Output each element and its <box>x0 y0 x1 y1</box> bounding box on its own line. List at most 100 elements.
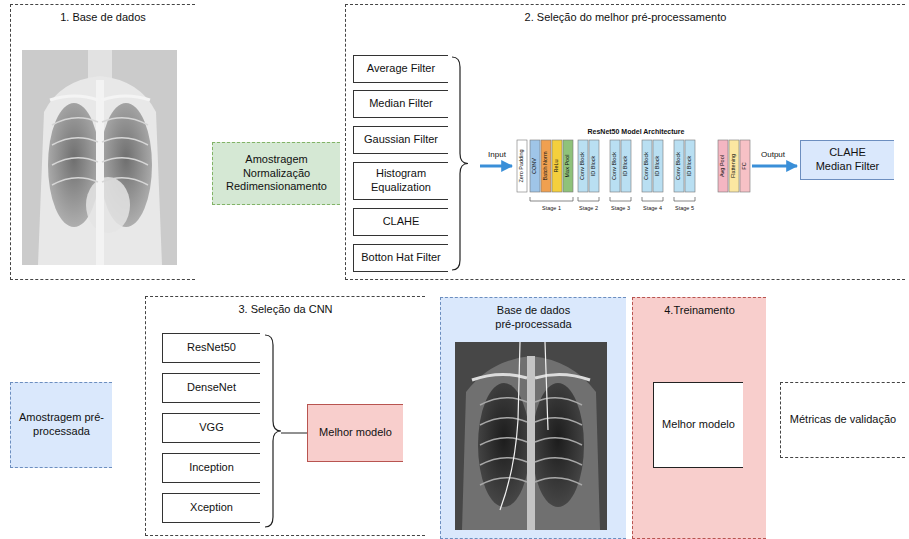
layer-block <box>621 140 631 192</box>
label-holder: ID Block <box>687 156 693 176</box>
node-text: Xception <box>190 501 233 515</box>
label-holder: Avg Pool <box>720 155 726 177</box>
preprocess-step-box: Amostragem Normalização Redimensionament… <box>212 142 340 205</box>
cnn-box: Xception <box>162 493 260 523</box>
label-holder: ID Block <box>623 156 629 176</box>
node-text: CLAHE Median Filter <box>812 146 884 174</box>
label-holder: Output <box>761 151 785 159</box>
layer-block <box>729 140 739 192</box>
node-text: Melhor modelo <box>662 418 735 432</box>
layer-name: ID Block <box>686 156 692 176</box>
resnet-blocks <box>517 140 750 192</box>
cnn-box: DenseNet <box>162 373 260 403</box>
node-text: Histogram Equalization <box>358 167 444 195</box>
node-text: DenseNet <box>187 381 236 395</box>
figure-label: Stage 3 <box>611 205 630 211</box>
layer-block <box>578 140 588 192</box>
label-holder: ResNet50 Model Architecture <box>588 128 685 135</box>
curly-brace <box>265 335 281 527</box>
layer-name: Batch Norm <box>542 151 548 180</box>
layer-block <box>517 140 527 192</box>
label-holder: Stage 1 <box>542 206 561 212</box>
label-holder: ID Block <box>591 156 597 176</box>
figure-label: Stage 5 <box>675 205 694 211</box>
xray-ground <box>455 342 607 530</box>
layer-block <box>552 140 562 192</box>
figure-label: Input <box>488 150 506 159</box>
layer-name: Max Pool <box>564 155 570 178</box>
xray-ribs <box>480 398 582 485</box>
xray-spine <box>527 356 535 530</box>
node-text: Average Filter <box>367 62 435 76</box>
layer-block <box>718 140 728 192</box>
input-arrow <box>480 165 512 168</box>
node-text: ResNet50 <box>187 341 236 355</box>
cnn-box: VGG <box>162 413 260 443</box>
filter-box: Average Filter <box>353 55 448 83</box>
node-text: Amostragem Normalização Redimensionament… <box>217 153 336 194</box>
node-text: Métricas de validação <box>790 413 896 427</box>
label-holder: CONV <box>532 158 538 174</box>
label-holder: Max Pool <box>565 155 571 178</box>
node-text: Melhor modelo <box>319 426 392 440</box>
xray-clavicle <box>472 374 590 380</box>
label-holder: Stage 4 <box>643 206 662 212</box>
label-holder: Batch Norm <box>543 151 549 180</box>
xray-ribs <box>52 118 148 185</box>
stage-bracket <box>610 197 631 201</box>
layer-block <box>740 140 750 192</box>
cnn-box: ResNet50 <box>162 333 260 363</box>
figure-label: Output <box>761 150 785 159</box>
node-text: VGG <box>199 421 223 435</box>
training-region: 4.TreinamentoMelhor modelo <box>632 297 766 539</box>
filter-box: Gaussian Filter <box>353 126 448 154</box>
cnn-selection-region: 3. Seleção da CNNResNet50DenseNetVGGInce… <box>145 296 425 536</box>
label-holder: Flattening <box>731 154 737 178</box>
dataset-region: 1. Base de dados <box>10 4 195 280</box>
preprocessed-xray-image <box>455 342 607 530</box>
xray-wires <box>500 342 548 510</box>
layer-name: Flattening <box>730 154 736 178</box>
node-text: Gaussian Filter <box>364 133 438 147</box>
stage-brackets <box>530 197 695 201</box>
layer-name: ID Block <box>590 156 596 176</box>
layer-block <box>685 140 695 192</box>
label-holder: Zero Padding <box>519 149 525 182</box>
label-holder: Stage 5 <box>675 206 694 212</box>
layer-name: Zero Padding <box>518 149 524 182</box>
stage-bracket <box>578 197 599 201</box>
layer-block <box>541 140 551 192</box>
layer-name: Conv Block <box>611 152 617 180</box>
label-holder: ID Block <box>655 156 661 176</box>
xray-clavicle <box>50 96 150 100</box>
chest-xray-image <box>22 50 177 265</box>
layer-name: ID Block <box>654 156 660 176</box>
preprocessing-selection-region: 2. Seleção do melhor pré-processamentoAv… <box>345 4 905 280</box>
cnn-box: Inception <box>162 453 260 483</box>
label-holder: Input <box>488 151 506 159</box>
xray-torso <box>38 76 162 265</box>
label-holder: Stage 3 <box>611 206 630 212</box>
label-holder: Conv Block <box>612 152 618 180</box>
figure-label: Stage 2 <box>579 205 598 211</box>
label-holder: FC <box>742 162 748 169</box>
label-holder: ReLu <box>554 159 560 172</box>
label-holder: Stage 2 <box>579 206 598 212</box>
best-model-box: Melhor modelo <box>307 404 403 462</box>
layer-block <box>674 140 684 192</box>
node-text: Amostragem pré-processada <box>15 411 108 439</box>
node-text: 1. Base de dados <box>15 11 191 25</box>
sample-box: Amostragem pré-processada <box>10 382 112 468</box>
node-text: Botton Hat Filter <box>361 251 440 265</box>
layer-name: FC <box>741 162 747 169</box>
layer-name: Avg Pool <box>719 155 725 177</box>
layer-name: ID Block <box>622 156 628 176</box>
layer-block <box>563 140 573 192</box>
figure-label: Stage 4 <box>643 205 662 211</box>
label-holder: Conv Block <box>644 152 650 180</box>
filter-box: Botton Hat Filter <box>353 244 448 272</box>
output-arrow <box>752 165 797 168</box>
layer-name: Conv Block <box>643 152 649 180</box>
filter-box: Histogram Equalization <box>353 162 448 200</box>
xray-ground <box>22 50 177 265</box>
